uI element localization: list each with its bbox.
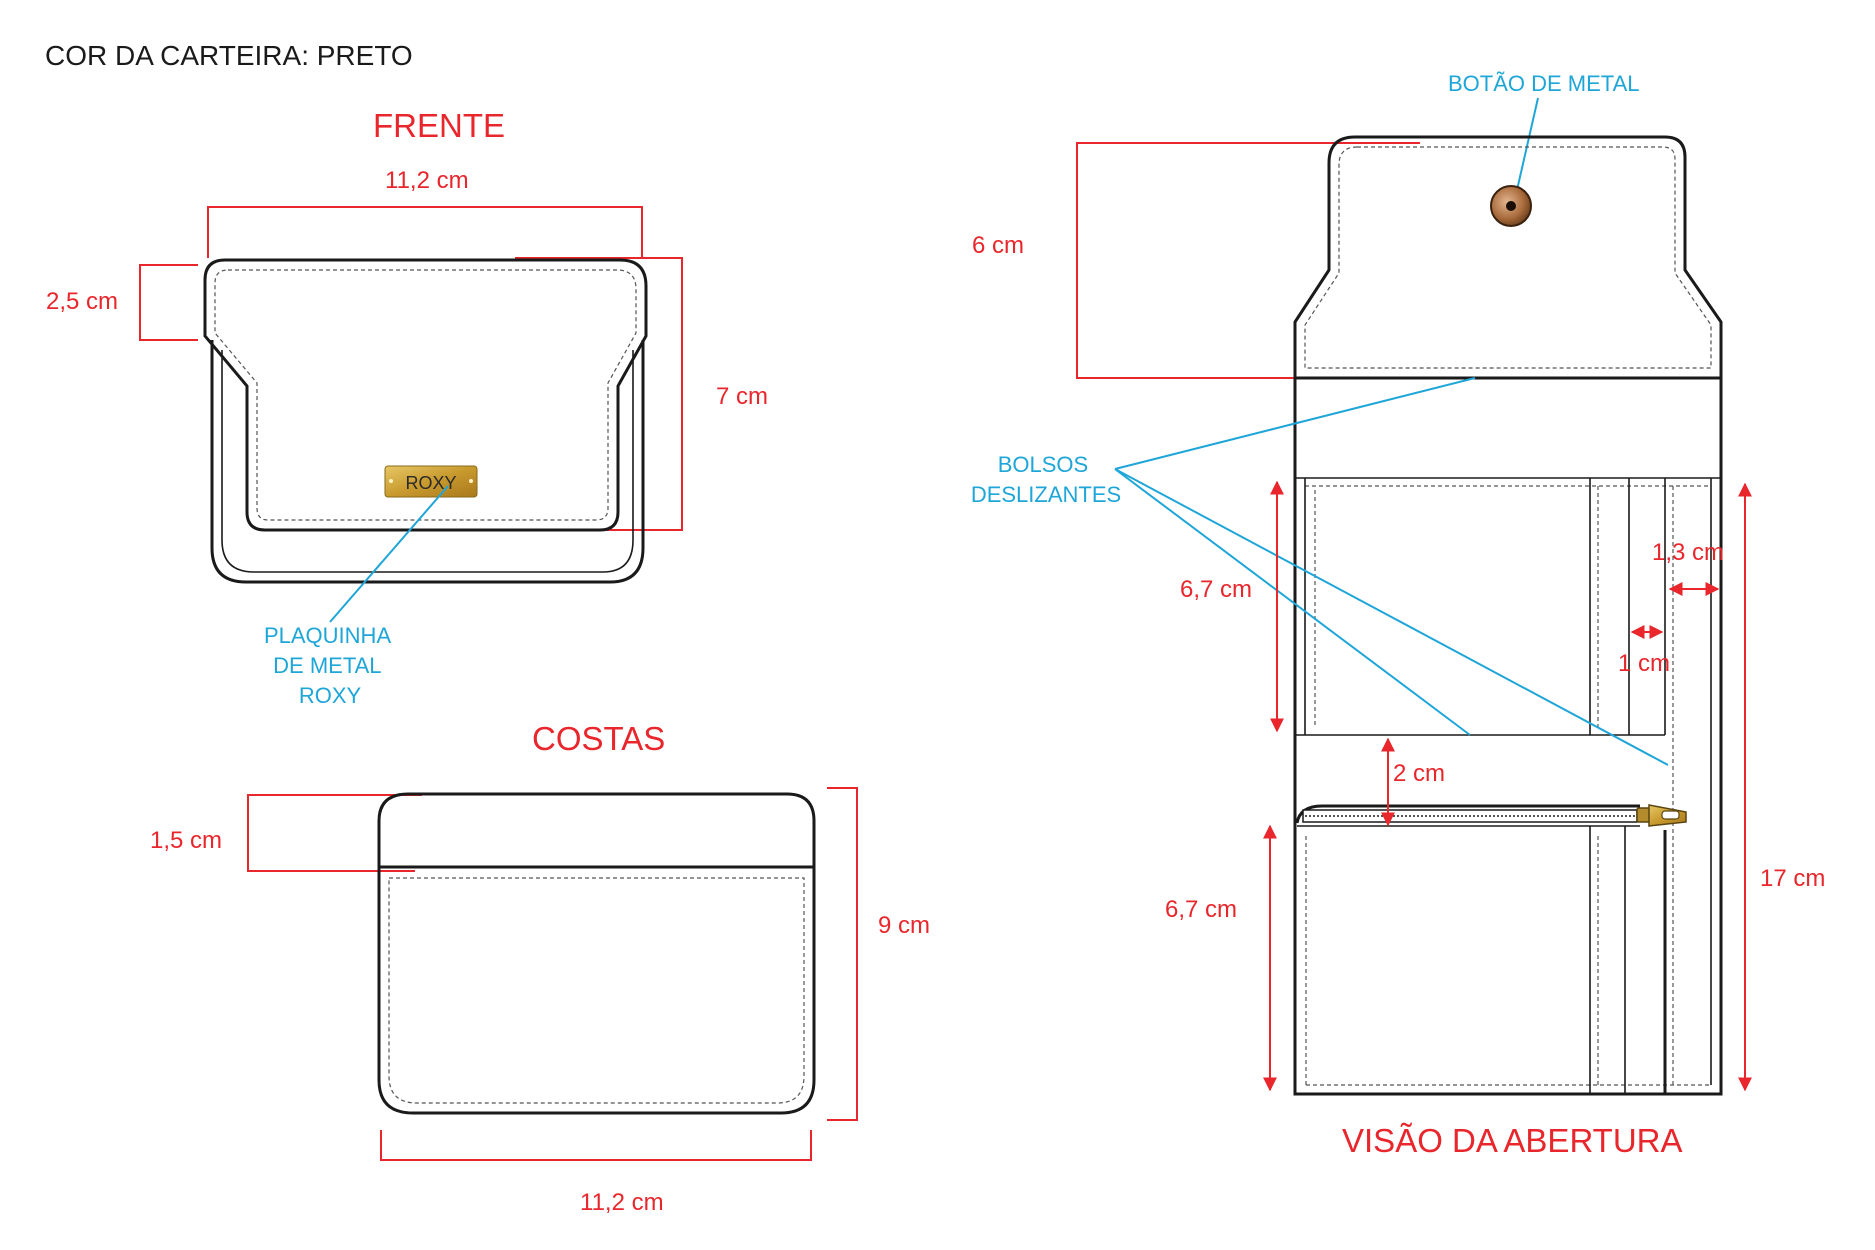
front-height-label: 7 cm bbox=[716, 383, 768, 410]
flap-label: 6 cm bbox=[972, 232, 1024, 259]
button-note: BOTÃO DE METAL bbox=[1448, 71, 1640, 96]
back-wallet-body bbox=[377, 792, 816, 1115]
front-flap-stitching bbox=[214, 269, 637, 521]
front-height-dimension bbox=[508, 257, 683, 531]
total-height-label: 17 cm bbox=[1760, 865, 1825, 892]
back-width-label: 11,2 cm bbox=[580, 1189, 664, 1216]
open-body bbox=[1293, 376, 1723, 1096]
back-view: COSTAS 1,5 cm 9 cm 11,2 cm bbox=[150, 720, 930, 1216]
back-height-label: 9 cm bbox=[878, 912, 930, 939]
front-flap-dimension bbox=[139, 264, 198, 341]
zipper-pull-icon bbox=[1636, 804, 1687, 827]
front-wallet-body bbox=[210, 340, 645, 584]
lower-pocket-label: 6,7 cm bbox=[1165, 896, 1237, 923]
slot-label: 1,3 cm bbox=[1652, 539, 1724, 566]
back-stitching bbox=[388, 877, 805, 1104]
back-width-dimension bbox=[380, 1130, 812, 1161]
roxy-metal-plate: ROXY bbox=[384, 465, 478, 498]
back-band-label: 1,5 cm bbox=[150, 827, 222, 854]
flap-stitching bbox=[1304, 146, 1712, 369]
upper-pocket bbox=[1295, 478, 1712, 1085]
zipper-pocket bbox=[1295, 804, 1711, 1094]
slot-gap-label: 1 cm bbox=[1618, 650, 1670, 677]
button-leader-line bbox=[1516, 97, 1539, 191]
front-title: FRENTE bbox=[373, 107, 505, 144]
front-flap-label: 2,5 cm bbox=[46, 288, 118, 315]
upper-pocket-label: 6,7 cm bbox=[1180, 576, 1252, 603]
back-band-dimension bbox=[247, 794, 422, 872]
back-height-dimension bbox=[827, 787, 858, 1121]
flap-dimension bbox=[1076, 142, 1420, 379]
back-title: COSTAS bbox=[532, 720, 665, 757]
plate-leader-line bbox=[329, 485, 449, 623]
front-view: FRENTE 11,2 cm 2,5 cm 7 cm ROXY PLAQUINH… bbox=[46, 107, 768, 708]
open-top-flap bbox=[1293, 135, 1723, 380]
plate-text: ROXY bbox=[405, 473, 456, 493]
pockets-leader-lines bbox=[1114, 377, 1669, 766]
page-title: COR DA CARTEIRA: PRETO bbox=[45, 40, 413, 71]
pockets-note: BOLSOS DESLIZANTES bbox=[971, 452, 1121, 507]
plate-note: PLAQUINHA DE METAL ROXY bbox=[264, 623, 396, 708]
gap-label: 2 cm bbox=[1393, 760, 1445, 787]
front-width-label: 11,2 cm bbox=[385, 167, 469, 194]
open-title: VISÃO DA ABERTURA bbox=[1342, 1122, 1683, 1159]
open-view: VISÃO DA ABERTURA BOTÃO DE METAL 6 cm bbox=[971, 71, 1826, 1159]
front-flap bbox=[203, 258, 648, 532]
front-width-dimension bbox=[207, 206, 643, 258]
